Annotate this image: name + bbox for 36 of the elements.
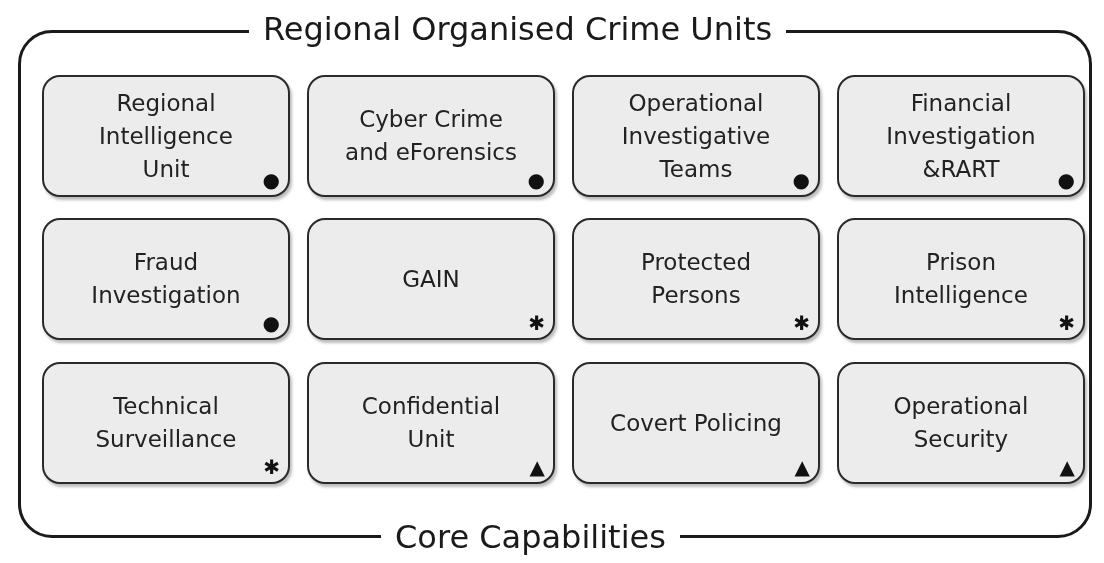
category-marker: ● bbox=[262, 169, 280, 191]
capability-box bbox=[42, 75, 290, 197]
capability-box bbox=[307, 362, 555, 484]
capability-box bbox=[837, 362, 1085, 484]
capability-label: Technical Surveillance bbox=[94, 392, 238, 454]
capability-label: Operational Investigative Teams bbox=[620, 88, 772, 184]
capability-box bbox=[307, 218, 555, 340]
category-marker: ● bbox=[1057, 169, 1075, 191]
capability-label: Protected Persons bbox=[639, 248, 753, 310]
capability-label: Operational Security bbox=[892, 392, 1030, 454]
capability-label: Prison Intelligence bbox=[893, 248, 1029, 310]
category-marker: ✱ bbox=[793, 312, 810, 334]
capability-label: Covert Policing bbox=[610, 408, 782, 438]
capability-label: Cyber Crime and eForensics bbox=[344, 105, 518, 167]
capability-box bbox=[572, 362, 820, 484]
category-marker: ▲ bbox=[794, 456, 810, 478]
category-marker: ▲ bbox=[529, 456, 545, 478]
capability-box bbox=[837, 218, 1085, 340]
category-marker: ● bbox=[527, 169, 545, 191]
capability-box bbox=[42, 218, 290, 340]
category-marker: ✱ bbox=[528, 312, 545, 334]
capability-box bbox=[572, 75, 820, 197]
capability-label: GAIN bbox=[402, 264, 460, 294]
capability-label: Financial Investigation &RART bbox=[885, 88, 1037, 184]
capability-box bbox=[837, 75, 1085, 197]
capability-label: Regional Intelligence Unit bbox=[98, 88, 234, 184]
category-marker: ✱ bbox=[1058, 312, 1075, 334]
capability-box bbox=[572, 218, 820, 340]
capability-label: Fraud Investigation bbox=[90, 248, 242, 310]
capability-box bbox=[307, 75, 555, 197]
category-marker: ● bbox=[792, 169, 810, 191]
capability-box bbox=[42, 362, 290, 484]
category-marker: ● bbox=[262, 312, 280, 334]
category-marker: ▲ bbox=[1059, 456, 1075, 478]
capability-label: Confidential Unit bbox=[360, 392, 502, 454]
category-marker: ✱ bbox=[263, 456, 280, 478]
